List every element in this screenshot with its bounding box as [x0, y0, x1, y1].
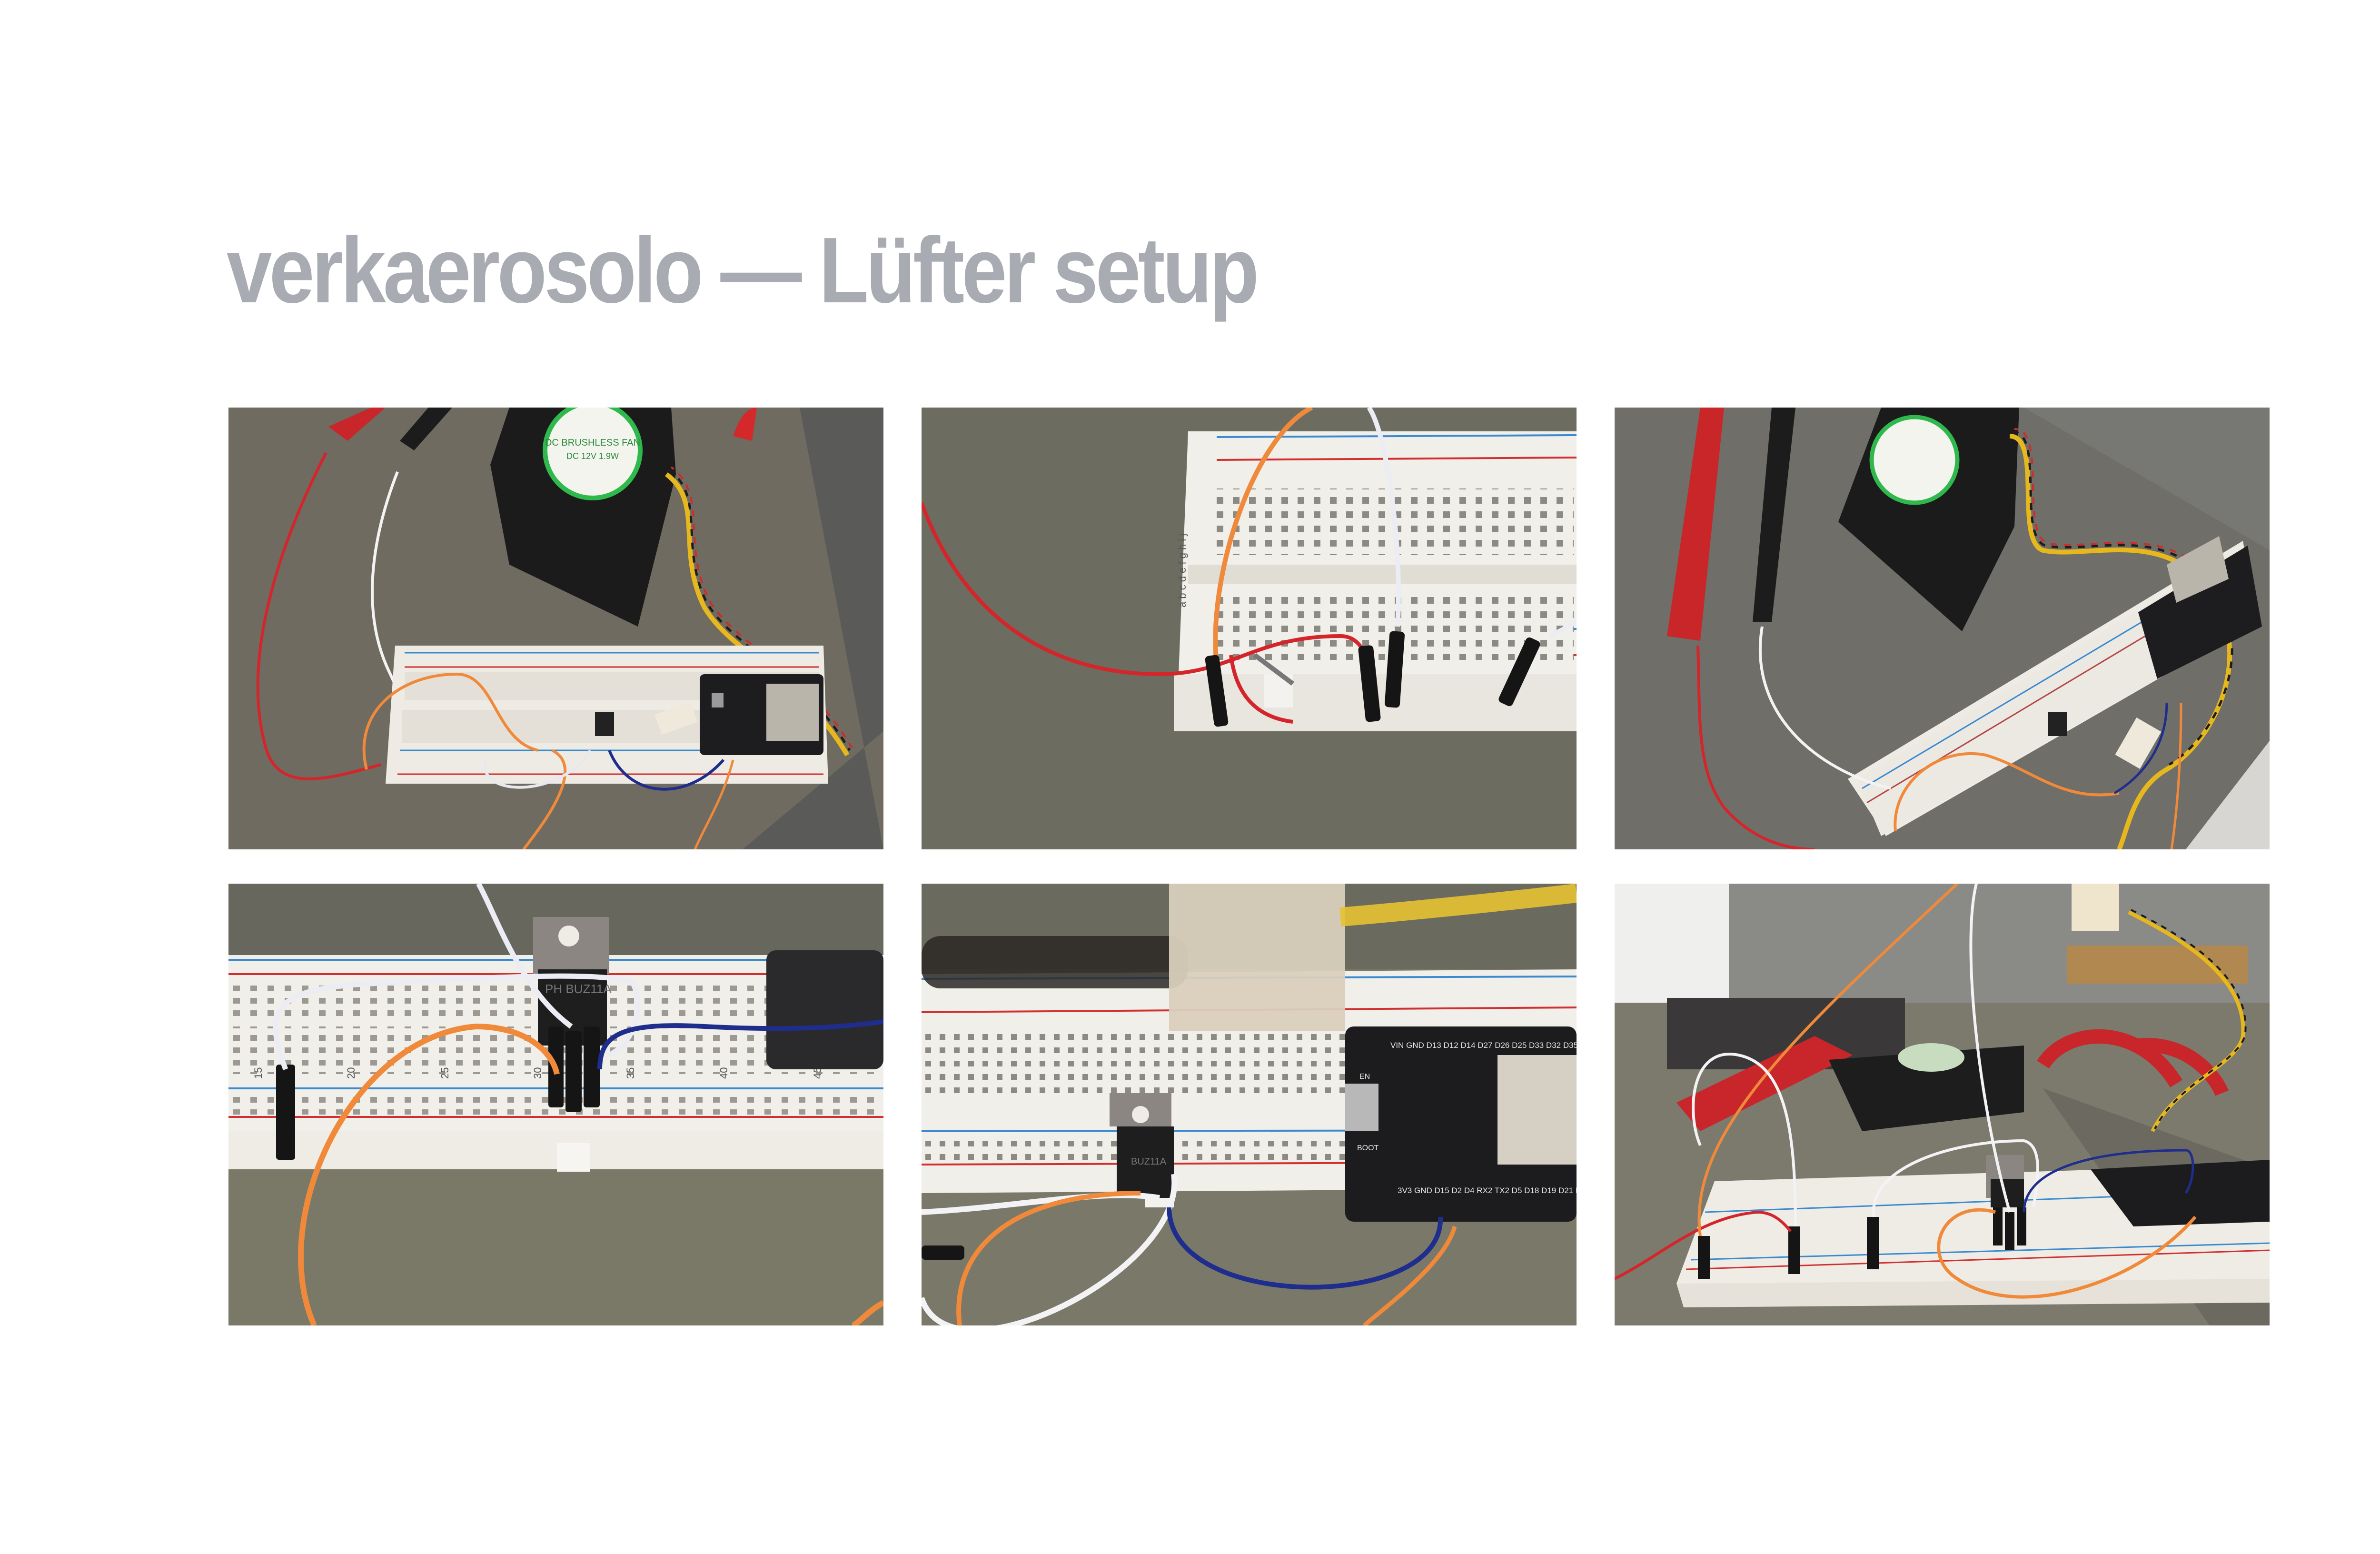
esp32-en-label: EN [1359, 1073, 1370, 1081]
photo-2-image: a b c d e f g h i j [922, 408, 1577, 849]
svg-text:DC 12V 1.9W: DC 12V 1.9W [566, 451, 619, 461]
page-title: verkaerosolo — Lüfter setup [227, 218, 1259, 322]
mosfet-label: PH BUZ11A [545, 982, 612, 996]
esp32-boot-label: BOOT [1357, 1144, 1379, 1152]
photo-6-image [1615, 884, 2270, 1325]
photo-3-image [1615, 408, 2270, 849]
photo-1-top-view: DC BRUSHLESS FAN DC 12V 1.9W [228, 408, 883, 849]
photo-6-perspective-view [1615, 884, 2270, 1325]
esp32-top-pins: VIN GND D13 D12 D14 D27 D26 D25 D33 D32 … [1390, 1041, 1577, 1050]
svg-text:30: 30 [532, 1067, 544, 1079]
svg-text:40: 40 [718, 1067, 730, 1079]
svg-text:35: 35 [625, 1067, 636, 1079]
photo-5-esp32-closeup: VIN GND D13 D12 D14 D27 D26 D25 D33 D32 … [922, 884, 1577, 1325]
svg-text:20: 20 [345, 1067, 357, 1079]
fan-label-text: DC BRUSHLESS FAN [545, 438, 640, 448]
photo-3-angled-view [1615, 408, 2270, 849]
photo-4-image: 15 20 25 30 35 40 45 PH BUZ11A [228, 884, 883, 1325]
photo-grid: DC BRUSHLESS FAN DC 12V 1.9W [228, 408, 2270, 1325]
esp32-bottom-pins: 3V3 GND D15 D2 D4 RX2 TX2 D5 D18 D19 D21… [1398, 1186, 1577, 1195]
photo-5-image: VIN GND D13 D12 D14 D27 D26 D25 D33 D32 … [922, 884, 1577, 1325]
breadboard-row-labels: a b c d e f g h i j [1176, 534, 1188, 608]
svg-text:15: 15 [252, 1067, 264, 1079]
photo-4-mosfet-side-view: 15 20 25 30 35 40 45 PH BUZ11A [228, 884, 883, 1325]
mosfet-label: BUZ11A [1131, 1156, 1167, 1167]
photo-1-image: DC BRUSHLESS FAN DC 12V 1.9W [228, 408, 883, 849]
photo-2-breadboard-closeup: a b c d e f g h i j [922, 408, 1577, 849]
svg-text:25: 25 [439, 1067, 451, 1079]
